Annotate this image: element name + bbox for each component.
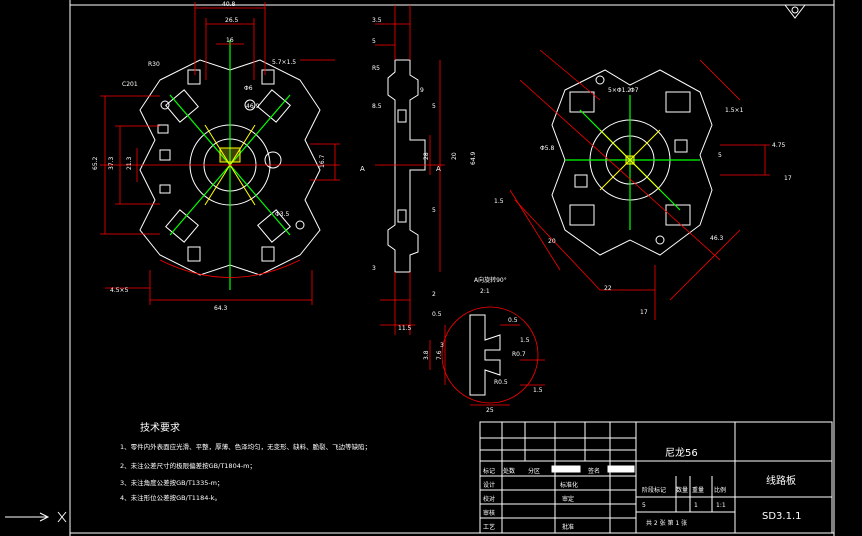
side-dim-label: 9 — [420, 87, 424, 94]
requirement-item: 1、零件内外表面应光滑、平整，厚薄、色泽均匀，无变形、缺料、脆裂、飞边等缺陷； — [120, 443, 372, 451]
side-dim-label: 5 — [432, 207, 436, 214]
iso-dim-label: 22 — [604, 285, 612, 292]
requirement-item: 3、未注角度公差按GB/T1335-m； — [120, 479, 224, 487]
detail-dim-label: 3 — [440, 342, 444, 349]
front-view[interactable]: 40.8 26.5 16 5.7×1.5 R30 46.9 65.2 37.3 … — [92, 1, 340, 312]
side-dim-label: 3 — [372, 265, 376, 272]
iso-dim-label: 17 — [784, 175, 792, 182]
side-dim-labels: 3.5 5 R5 9 8.5 5 5 28 20 64.9 3 2 11.5 0… — [372, 17, 477, 332]
side-dim-label: 3.5 — [372, 17, 382, 24]
front-dim-label: 16 — [226, 37, 234, 44]
front-dim-label: R30 — [148, 61, 160, 68]
side-dim-label: 5 — [432, 103, 436, 110]
detail-dim-label: 7.6 — [436, 350, 443, 360]
front-dim-label: 64.3 — [214, 305, 228, 312]
detail-dim-label: 3.8 — [423, 350, 430, 360]
title-block — [479, 421, 833, 534]
front-dim-label: 46.9 — [246, 103, 260, 110]
requirement-item: 2、未注公差尺寸的极限偏差按GB/T1804-m； — [120, 462, 257, 470]
tb-label-review: 审核 — [483, 510, 496, 517]
detail-dim-label: 0.5 — [508, 317, 518, 324]
roughness-mark-icon — [784, 4, 806, 19]
tb-label-count: 处数 — [503, 468, 516, 475]
detail-view[interactable]: A向旋转90° 2:1 0.5 1.5 3 3.8 7.6 R0.7 R0.5 … — [423, 276, 545, 414]
weight-value: 1 — [694, 502, 698, 509]
front-dim-label: 16.7 — [319, 154, 326, 168]
detail-label: A向旋转90° — [474, 276, 507, 284]
front-dim-label: 65.2 — [92, 156, 99, 170]
ucs-icon[interactable] — [5, 511, 67, 523]
material-label: 尼龙56 — [665, 448, 698, 459]
tb-label-zone: 分区 — [528, 468, 541, 475]
side-dim-label: 64.9 — [470, 151, 477, 165]
drawing-number: SD3.1.1 — [762, 511, 802, 522]
detail-dim-label: R0.5 — [494, 379, 508, 386]
iso-dim-label: 17 — [640, 309, 648, 316]
front-dim-label: 5.7×1.5 — [272, 59, 296, 66]
tb-label-mark: 标记 — [483, 468, 496, 475]
front-dim-label: C201 — [122, 81, 138, 88]
section-label-left: A — [360, 165, 365, 173]
iso-dim-label: 5 — [718, 152, 722, 159]
side-dim-label: 5 — [372, 38, 376, 45]
qty-value: 5 — [642, 502, 646, 509]
drawing-border — [69, 0, 835, 536]
iso-view[interactable]: Φ7 Φ5.8 1.5×1 4.75 17 5 1.5 22 20 46.3 1… — [494, 49, 792, 320]
side-dim-label: 0.5 — [432, 311, 442, 318]
stage-label: 阶段标记 — [642, 487, 667, 494]
part-name: 线路板 — [766, 476, 796, 487]
detail-dim-label: 25 — [486, 407, 494, 414]
iso-dim-label: Φ5.8 — [540, 145, 554, 152]
front-dim-label: 4.5×5 — [110, 287, 129, 294]
detail-scale: 2:1 — [480, 288, 490, 295]
side-dim-label: 11.5 — [398, 325, 412, 332]
tb-label-process: 工艺 — [483, 524, 496, 531]
side-dim-label: R5 — [372, 65, 380, 72]
front-dim-label: 37.3 — [108, 156, 115, 170]
iso-dim-label: 46.3 — [710, 235, 724, 242]
section-label-right: A — [436, 165, 441, 173]
detail-dim-label: 1.5 — [533, 387, 543, 394]
front-dim-labels: 40.8 26.5 16 5.7×1.5 R30 46.9 65.2 37.3 … — [92, 1, 326, 312]
requirement-item: 4、未注形位公差按GB/T1184-k。 — [120, 494, 221, 502]
sheet-info: 共 2 张 第 1 张 — [646, 520, 688, 527]
side-view[interactable]: 3.5 5 R5 9 8.5 5 5 28 20 64.9 3 2 11.5 0… — [360, 5, 477, 335]
tb-label-sign: 签名 — [588, 468, 601, 475]
detail-dim-label: R0.7 — [512, 351, 526, 358]
tb-label-approve-def: 审定 — [562, 496, 575, 503]
iso-dim-label: Φ7 — [630, 87, 639, 94]
iso-dim-label: 4.75 — [772, 142, 786, 149]
weight-label: 数量 — [676, 487, 689, 494]
front-dim-label: Φ3.5 — [275, 211, 289, 218]
scale-label: 比例 — [714, 487, 727, 494]
requirements-title: 技术要求 — [140, 423, 180, 434]
iso-dim-label: 5×Φ1.2 — [608, 87, 631, 94]
iso-dim-label: 1.5×1 — [725, 107, 744, 114]
side-dim-label: 28 — [423, 152, 430, 160]
side-dim-label: 2 — [432, 291, 436, 298]
side-dim-label: 8.5 — [372, 103, 382, 110]
tb-label-check: 校对 — [483, 496, 496, 503]
scale-value: 1:1 — [716, 502, 726, 509]
tb-label-standard: 标准化 — [560, 482, 579, 489]
front-dim-label: 21.3 — [126, 156, 133, 170]
iso-dim-label: 20 — [548, 238, 556, 245]
front-dim-label: 40.8 — [222, 1, 236, 8]
side-dim-label: 20 — [451, 152, 458, 160]
tb-label-approve: 批准 — [562, 524, 575, 531]
front-dim-label: 26.5 — [225, 17, 239, 24]
detail-dim-label: 1.5 — [520, 337, 530, 344]
tb-label-design: 设计 — [483, 482, 496, 489]
iso-dim-label: 1.5 — [494, 198, 504, 205]
front-dim-label: Φ6 — [244, 85, 253, 92]
mass-label: 重量 — [692, 487, 705, 494]
detail-dim-labels: 0.5 1.5 3 3.8 7.6 R0.7 R0.5 1.5 25 — [423, 317, 543, 414]
iso-dim-labels: Φ7 Φ5.8 1.5×1 4.75 17 5 1.5 22 20 46.3 1… — [494, 87, 792, 316]
